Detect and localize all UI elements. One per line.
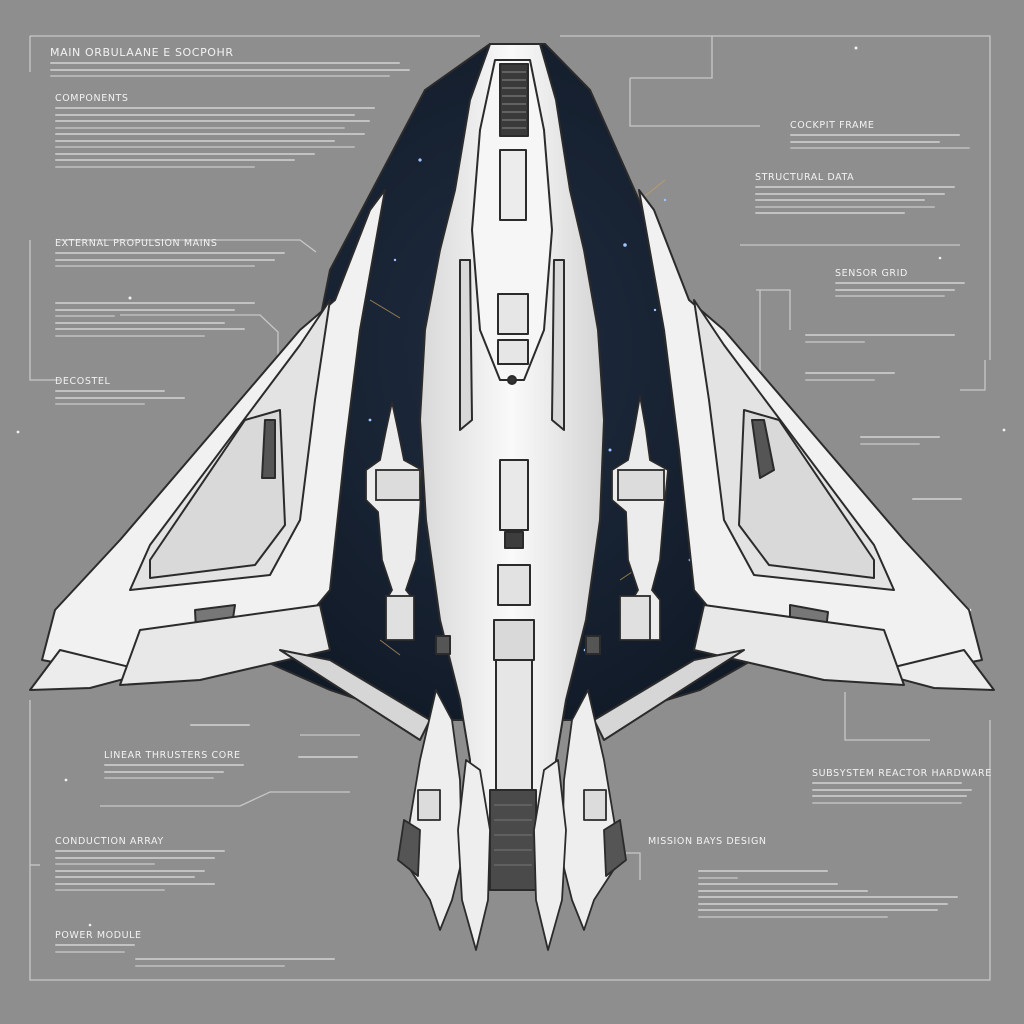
rear-thrusters — [397, 689, 627, 951]
title-block: MAIN ORBULAANE E SOCPOHR — [50, 46, 430, 82]
power-module-block: POWER MODULE — [55, 930, 185, 957]
components-block: COMPONENTS — [55, 93, 385, 172]
left-engine-pod — [365, 401, 423, 641]
right-wing — [593, 189, 995, 741]
external-propulsion-label: EXTERNAL PROPULSION MAINS — [55, 238, 218, 249]
sensor-note-block — [805, 372, 915, 385]
thruster-side-note — [298, 756, 378, 763]
right-engine-pod — [611, 395, 669, 641]
cockpit-frame-block: COCKPIT FRAME — [790, 120, 980, 154]
sensor-grid-label: SENSOR GRID — [835, 268, 908, 279]
bottom-left-notes — [135, 958, 355, 971]
components-label: COMPONENTS — [55, 93, 129, 104]
subsystem-reactor-label: SUBSYSTEM REACTOR HARDWARE — [812, 768, 992, 779]
left-wing — [29, 189, 431, 741]
frame-lines — [29, 35, 991, 981]
conduction-array-label: CONDUCTION ARRAY — [55, 836, 164, 847]
mission-bay-notes — [698, 870, 983, 922]
cockpit-frame-label: COCKPIT FRAME — [790, 120, 875, 131]
mission-bay-label: MISSION BAYS DESIGN — [648, 836, 767, 847]
defense-label: DECOSTEL — [55, 376, 111, 387]
defense-block: DECOSTEL — [55, 376, 255, 410]
external-spec-block — [55, 302, 285, 341]
subsystem-reactor-block: SUBSYSTEM REACTOR HARDWARE — [812, 768, 992, 808]
right-tiny-note — [912, 498, 972, 505]
linear-thrusters-block: LINEAR THRUSTERS CORE — [104, 750, 304, 784]
external-propulsion-block: EXTERNAL PROPULSION MAINS — [55, 238, 315, 272]
structural-data-block: STRUCTURAL DATA — [755, 172, 970, 219]
lower-left-tag — [190, 724, 270, 731]
background-stars — [16, 46, 1006, 927]
linear-thrusters-label: LINEAR THRUSTERS CORE — [104, 750, 241, 761]
sensor-spec-block — [805, 334, 975, 347]
sensor-grid-block: SENSOR GRID — [835, 268, 975, 302]
title-label: MAIN ORBULAANE E SOCPOHR — [50, 46, 234, 59]
right-note-block — [860, 436, 950, 449]
power-module-label: POWER MODULE — [55, 930, 142, 941]
mission-bay-block: MISSION BAYS DESIGN — [648, 836, 818, 850]
structural-data-label: STRUCTURAL DATA — [755, 172, 855, 183]
conduction-array-block: CONDUCTION ARRAY — [55, 836, 245, 896]
